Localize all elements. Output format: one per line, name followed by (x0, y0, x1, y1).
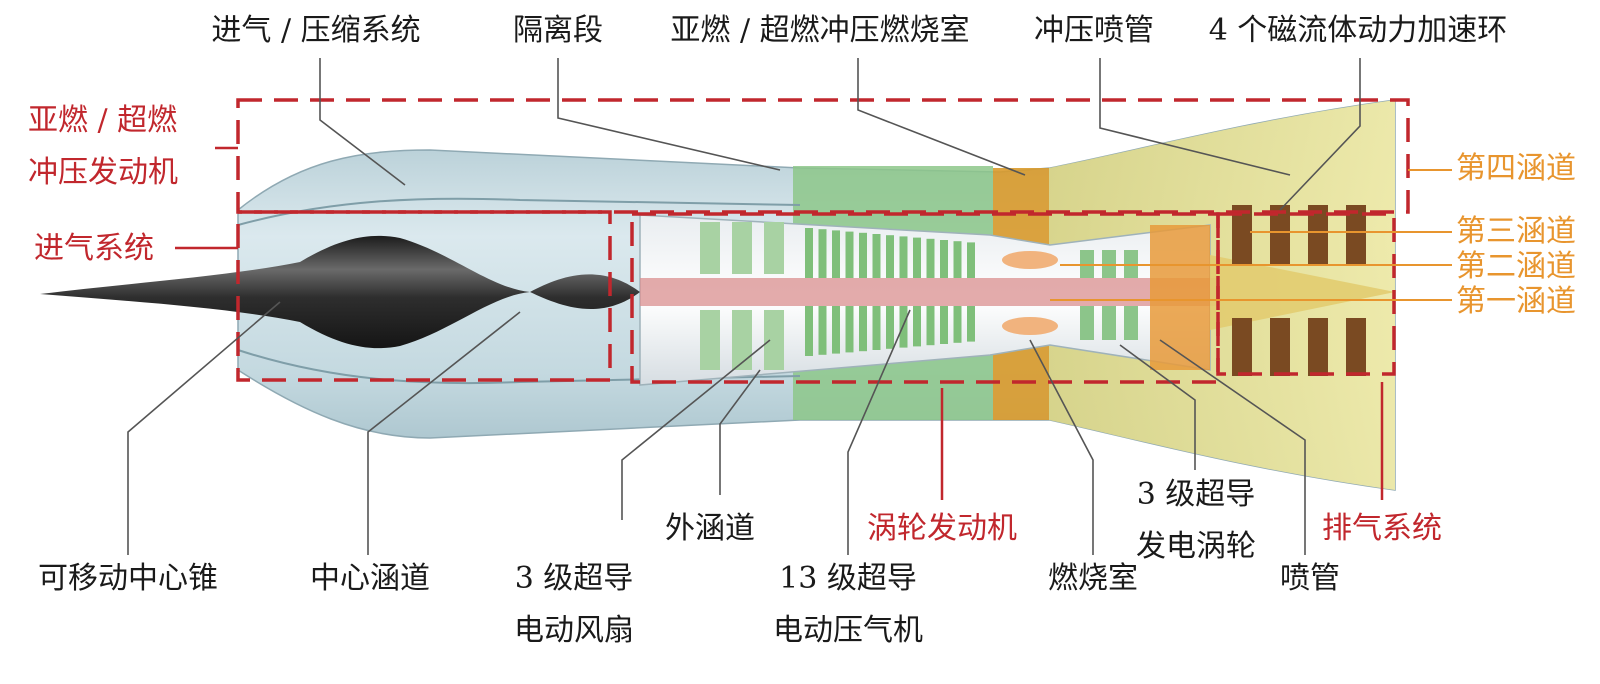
label-intake-compression: 进气 / 压缩系统 (211, 13, 421, 48)
label-ram-nozzle: 冲压喷管 (1034, 13, 1154, 48)
label-inlet-system: 进气系统 (34, 231, 154, 266)
label-compressor-line1: 13 级超导 (779, 561, 917, 596)
label-ramjet-line1: 亚燃 / 超燃 (28, 103, 178, 138)
turbine-exhaust-plug (1150, 225, 1210, 370)
mhd-rings (1232, 205, 1366, 376)
fan-stages (700, 222, 784, 370)
label-fan-line2: 电动风扇 (514, 613, 634, 648)
compressor-blade-upper (832, 230, 840, 278)
label-outer-duct: 外涵道 (665, 511, 755, 546)
compressor-blade-upper (899, 236, 908, 278)
fan-blade-upper (764, 222, 784, 274)
label-compressor-line2: 电动压气机 (773, 613, 923, 648)
compressor-blade-lower (859, 306, 867, 352)
label-duct1: 第一涵道 (1456, 284, 1576, 319)
compressor-blade-upper (926, 238, 935, 278)
red-leaders (175, 146, 1384, 500)
fan-blade-upper (700, 222, 720, 274)
turbine-blade-lower (1124, 306, 1138, 340)
exhaust-box (1216, 212, 1396, 376)
orange-leaders (1050, 169, 1452, 301)
system-boxes (236, 98, 1410, 384)
compressor-blade-lower (913, 306, 921, 347)
compressor-stages (805, 228, 975, 356)
exhaust-cone (1210, 255, 1395, 330)
label-center-duct: 中心涵道 (310, 561, 430, 596)
fan-blade-lower (732, 310, 752, 370)
mhd-ring-upper (1270, 205, 1290, 265)
compressor-blade-upper (805, 228, 813, 278)
fan-blade-lower (700, 310, 720, 370)
compressor-blade-upper (859, 232, 867, 278)
label-isolator: 隔离段 (513, 13, 603, 48)
label-combustion-chamber: 燃烧室 (1048, 561, 1138, 596)
combustion-pod-lower (1002, 317, 1058, 335)
label-movable-cone: 可移动中心锥 (38, 561, 218, 596)
label-duct4: 第四涵道 (1456, 151, 1576, 186)
label-turbine-line2: 发电涡轮 (1136, 529, 1256, 564)
compressor-blade-lower (818, 306, 827, 355)
label-exhaust-system: 排气系统 (1322, 511, 1442, 546)
compressor-blade-lower (953, 306, 962, 343)
central-shaft (640, 278, 1220, 306)
compressor-blade-upper (953, 241, 962, 278)
mhd-ring-lower (1346, 318, 1366, 376)
fan-blade-upper (732, 222, 752, 274)
mhd-ring-lower (1308, 318, 1328, 376)
label-combustor: 亚燃 / 超燃冲压燃烧室 (670, 13, 970, 48)
movable-center-cone (40, 235, 640, 349)
compressor-blade-upper (872, 234, 881, 278)
compressor-blade-upper (845, 231, 854, 278)
ramjet-box (236, 98, 1410, 214)
label-turbine-line1: 3 级超导 (1136, 477, 1256, 512)
compressor-blade-lower (926, 306, 935, 346)
combustion-pod-upper (1002, 251, 1058, 269)
compressor-blade-upper (967, 242, 975, 278)
turbine-stages (1080, 250, 1138, 340)
leader-lines (127, 58, 1361, 555)
compressor-blade-lower (845, 306, 854, 353)
mhd-ring-upper (1346, 205, 1366, 265)
mhd-ring-lower (1232, 318, 1252, 376)
inlet-box (236, 210, 612, 382)
compressor-blade-upper (818, 229, 827, 278)
mhd-ring-lower (1270, 318, 1290, 376)
compressor-blade-upper (940, 240, 948, 278)
compressor-blade-lower (805, 306, 813, 356)
label-duct2: 第二涵道 (1456, 249, 1576, 284)
mhd-ring-upper (1232, 205, 1252, 265)
turbine-blade-lower (1102, 306, 1116, 340)
fan-blade-lower (764, 310, 784, 370)
mhd-ring-upper (1308, 205, 1328, 265)
compressor-blade-lower (872, 306, 881, 350)
label-nozzle: 喷管 (1280, 561, 1340, 596)
label-duct3: 第三涵道 (1456, 214, 1576, 249)
compressor-blade-upper (886, 235, 894, 278)
label-fan-line1: 3 级超导 (514, 561, 634, 596)
compressor-blade-lower (940, 306, 948, 344)
label-ramjet-line2: 冲压发动机 (28, 155, 178, 190)
turbine-blade-lower (1080, 306, 1094, 340)
label-mhd-rings: 4 个磁流体动力加速环 (1208, 13, 1508, 48)
label-turbine-engine: 涡轮发动机 (867, 511, 1017, 546)
duct-line-upper (237, 197, 801, 226)
compressor-blade-lower (832, 306, 840, 354)
compressor-blade-lower (967, 306, 975, 342)
compressor-blade-upper (913, 237, 921, 278)
compressor-blade-lower (886, 306, 894, 349)
